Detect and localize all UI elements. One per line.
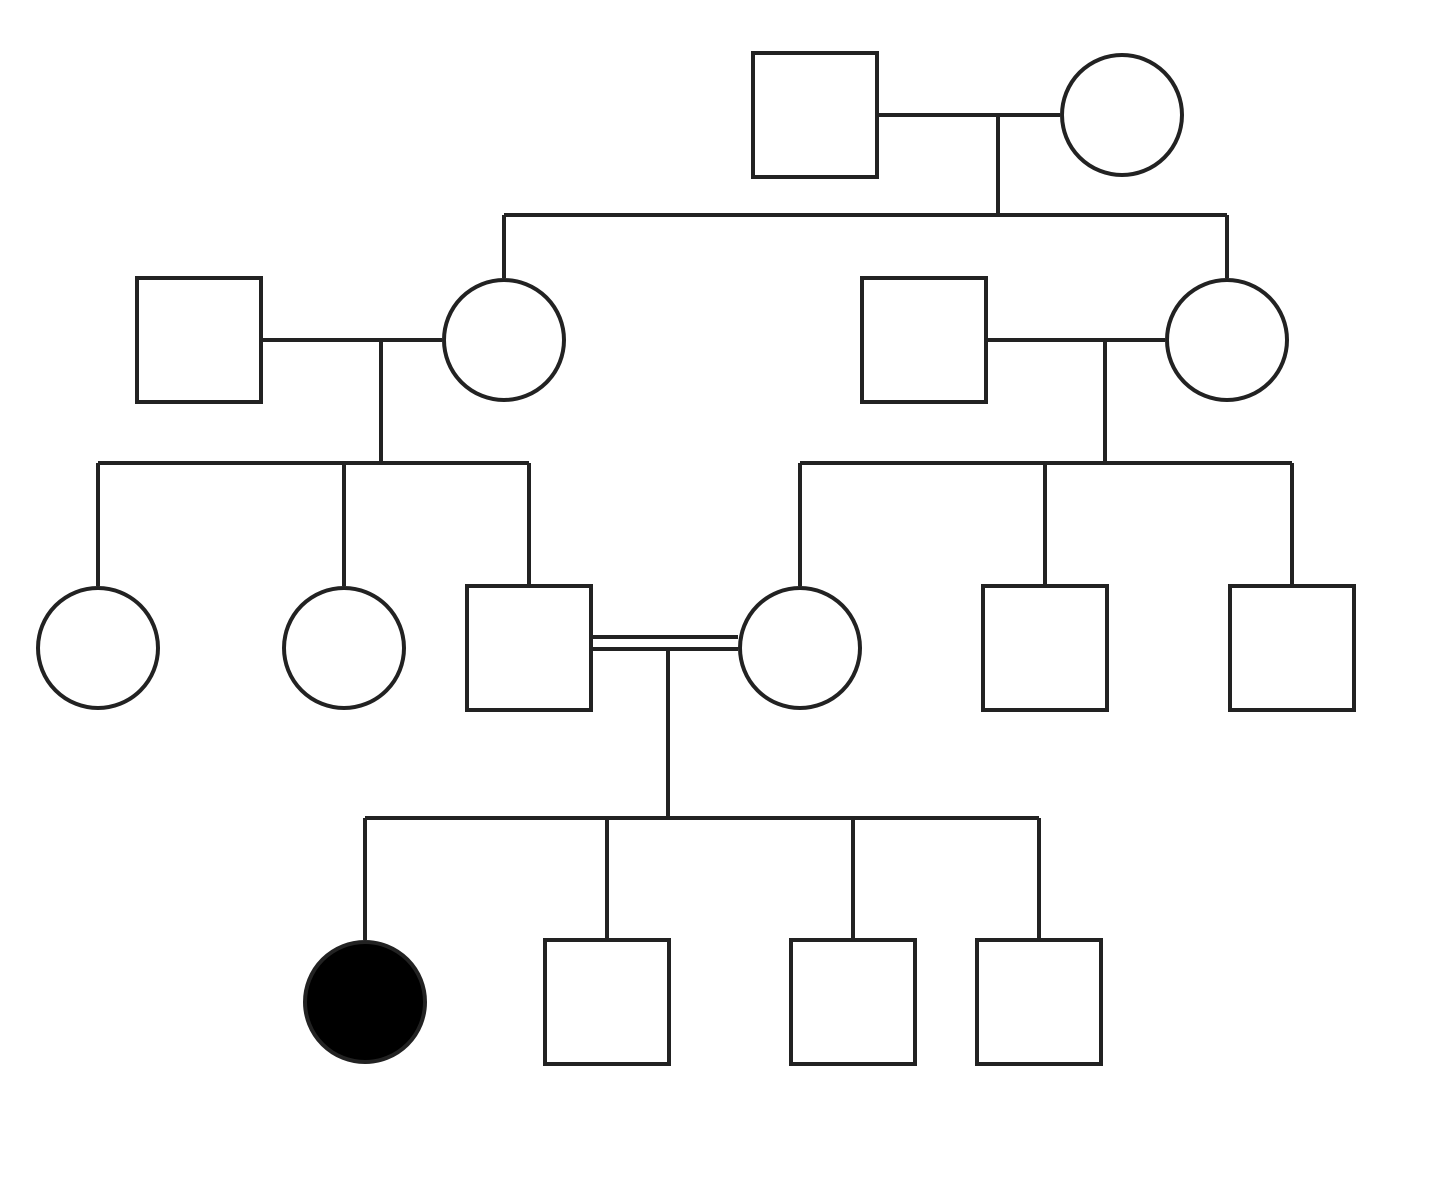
unaffected-female-symbol (282, 586, 406, 710)
unaffected-female-symbol (36, 586, 160, 710)
unaffected-female-symbol (442, 278, 566, 402)
unaffected-male-symbol (981, 584, 1109, 712)
unaffected-male-symbol (1228, 584, 1356, 712)
unaffected-male-symbol (135, 276, 263, 404)
unaffected-male-symbol (975, 938, 1103, 1066)
unaffected-male-symbol (543, 938, 671, 1066)
individual-symbols (36, 51, 1356, 1066)
unaffected-male-symbol (465, 584, 593, 712)
unaffected-male-symbol (751, 51, 879, 179)
unaffected-male-symbol (860, 276, 988, 404)
relationship-lines (96, 113, 1294, 940)
unaffected-male-symbol (789, 938, 917, 1066)
unaffected-female-symbol (1060, 53, 1184, 177)
affected-female-symbol (303, 940, 427, 1064)
unaffected-female-symbol (738, 586, 862, 710)
unaffected-female-symbol (1165, 278, 1289, 402)
